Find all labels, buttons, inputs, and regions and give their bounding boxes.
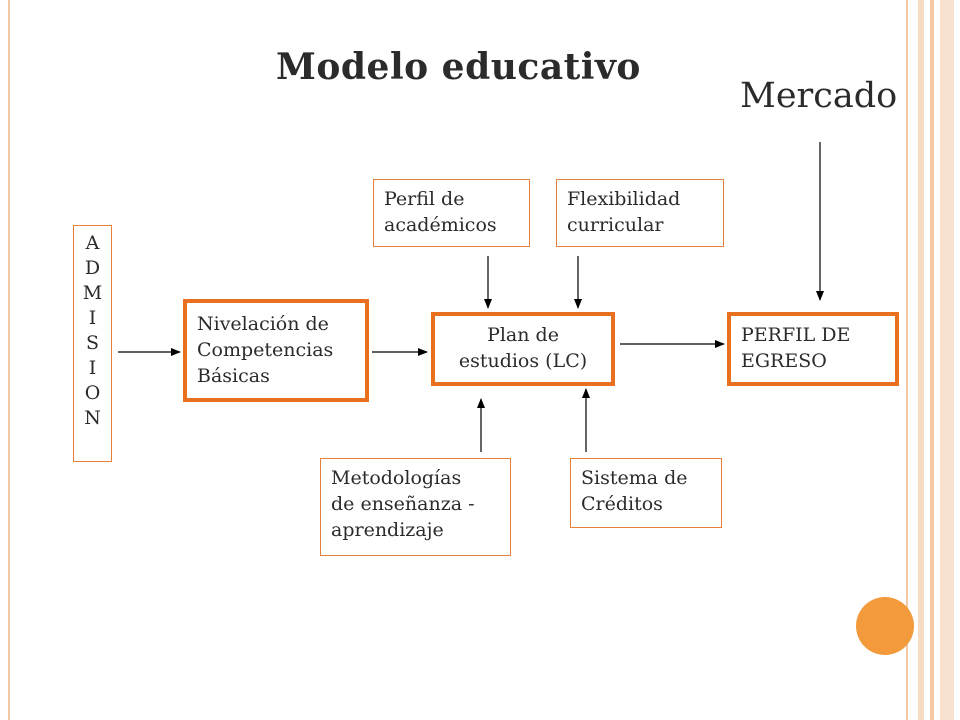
admision-letter: M xyxy=(82,282,103,304)
metodologias-line: de enseñanza - xyxy=(331,493,475,515)
metodologias-line: Metodologías xyxy=(331,467,462,489)
admision-box: A D M I S I O N xyxy=(73,225,112,462)
perfil-egreso-line: EGRESO xyxy=(741,350,827,372)
admision-letter: I xyxy=(88,307,97,329)
perfil-academicos-line: Perfil de xyxy=(384,188,465,210)
admision-letter: I xyxy=(88,357,97,379)
metodologias-box: Metodologías de enseñanza - aprendizaje xyxy=(320,458,511,556)
plan-line: estudios (LC) xyxy=(458,350,588,372)
metodologias-line: aprendizaje xyxy=(331,519,444,541)
nivelacion-box: Nivelación de Competencias Básicas xyxy=(183,299,369,402)
nivelacion-line: Básicas xyxy=(197,365,270,387)
side-stripe xyxy=(930,0,934,720)
plan-estudios-box: Plan de estudios (LC) xyxy=(431,312,615,386)
admision-letter: S xyxy=(85,332,100,354)
nivelacion-line: Competencias xyxy=(197,339,334,361)
flexibilidad-line: Flexibilidad xyxy=(567,188,681,210)
admision-letter: D xyxy=(84,257,101,279)
perfil-academicos-box: Perfil de académicos xyxy=(373,179,530,247)
admision-letter: O xyxy=(84,382,101,404)
perfil-egreso-line: PERFIL DE xyxy=(741,324,851,346)
flexibilidad-box: Flexibilidad curricular xyxy=(556,179,724,247)
creditos-line: Créditos xyxy=(581,493,663,515)
side-stripe xyxy=(918,0,924,720)
creditos-line: Sistema de xyxy=(581,467,688,489)
sistema-creditos-box: Sistema de Créditos xyxy=(570,458,722,528)
mercado-label: Mercado xyxy=(740,76,898,116)
nivelacion-line: Nivelación de xyxy=(197,313,329,335)
side-stripe xyxy=(940,0,954,720)
decorative-circle xyxy=(856,597,914,655)
plan-line: Plan de xyxy=(487,324,559,346)
slide-title: Modelo educativo xyxy=(276,46,641,88)
flexibilidad-line: curricular xyxy=(567,214,664,236)
slide-frame xyxy=(8,0,908,720)
perfil-academicos-line: académicos xyxy=(384,214,497,236)
perfil-egreso-box: PERFIL DE EGRESO xyxy=(727,312,899,386)
admision-letter: A xyxy=(85,232,100,254)
admision-letter: N xyxy=(84,407,101,429)
